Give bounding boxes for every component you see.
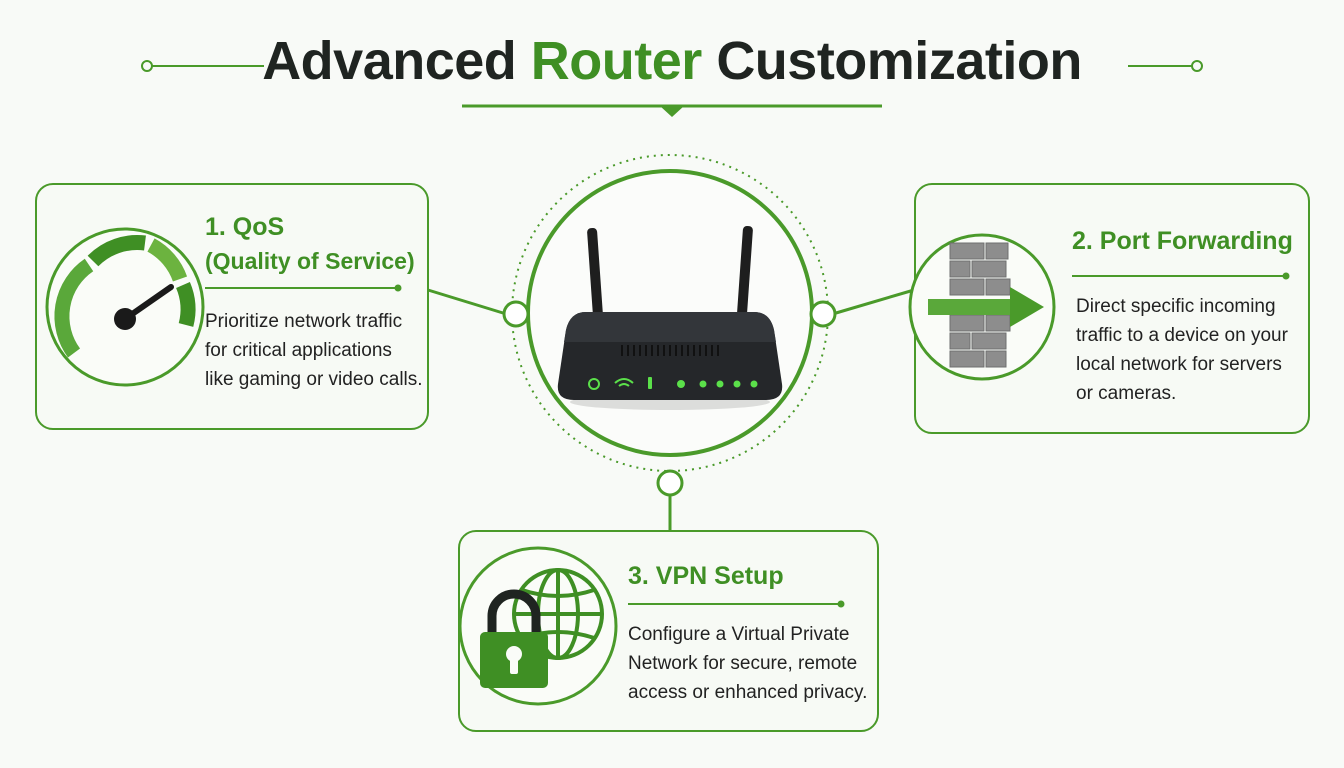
qos-card: 1. QoS (Quality of Service) Prioritize n… (35, 183, 429, 430)
qos-description: Prioritize network traffic for critical … (205, 307, 423, 394)
qos-divider (205, 284, 402, 292)
port-line: local network for servers (1076, 354, 1282, 375)
port-forwarding-title: 2. Port Forwarding (1072, 227, 1293, 255)
qos-subtitle: (Quality of Service) (205, 248, 415, 274)
vpn-title: 3. VPN Setup (628, 562, 784, 590)
connector-port (835, 288, 915, 315)
qos-title: 1. QoS (205, 213, 285, 241)
port-forwarding-card: 2. Port Forwarding Direct specific incom… (908, 183, 1310, 434)
speedometer-icon (45, 227, 205, 387)
qos-line: like gaming or video calls. (205, 369, 423, 390)
port-line: traffic to a device on your (1076, 325, 1288, 346)
firewall-arrow-icon (908, 233, 1056, 381)
qos-line: Prioritize network traffic (205, 311, 403, 332)
vpn-card: 3. VPN Setup Configure a Virtual Private… (458, 530, 879, 732)
vpn-line: Network for secure, remote (628, 653, 858, 674)
port-line: Direct specific incoming (1076, 296, 1276, 317)
title-part2: Customization (716, 31, 1082, 91)
title-right-ornament (1128, 60, 1203, 72)
vpn-description: Configure a Virtual Private Network for … (628, 620, 867, 707)
port-line: or cameras. (1076, 383, 1177, 404)
router-icon (557, 226, 783, 410)
node-bottom (656, 469, 684, 497)
port-forwarding-description: Direct specific incoming traffic to a de… (1076, 292, 1288, 408)
title-accent: Router (530, 31, 703, 91)
lock-globe-icon (458, 546, 618, 706)
vpn-line: Configure a Virtual Private (628, 624, 850, 645)
page-title: Advanced Router Customization (0, 26, 1344, 96)
node-right (809, 300, 837, 328)
vpn-line: access or enhanced privacy. (628, 682, 868, 703)
vpn-divider (628, 600, 845, 608)
qos-line: for critical applications (205, 340, 392, 361)
title-left-ornament (141, 60, 264, 72)
title-part1: Advanced (262, 31, 517, 91)
connector-qos (427, 288, 504, 315)
node-left (502, 300, 530, 328)
port-forwarding-divider (1072, 272, 1290, 280)
title-underline (462, 104, 882, 117)
